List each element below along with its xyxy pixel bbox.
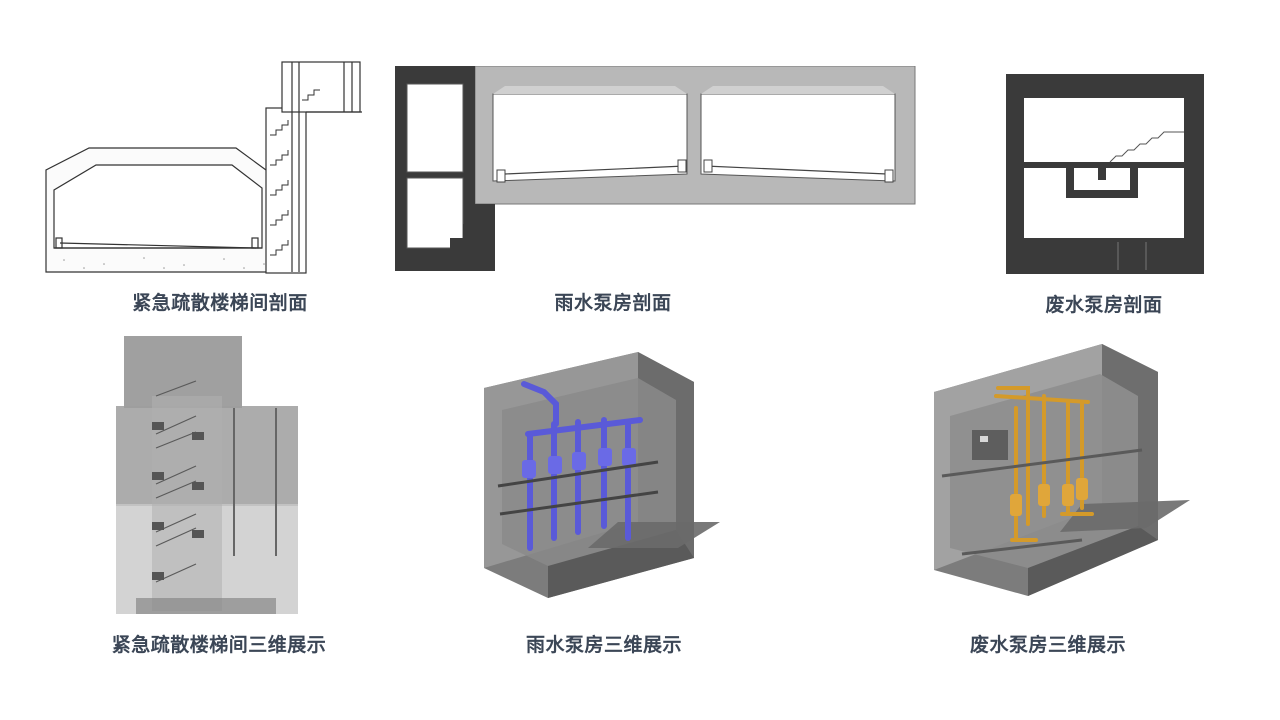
rain-pump-section-caption: 雨水泵房剖面: [554, 292, 672, 314]
stair-section-caption: 紧急疏散楼梯间剖面: [132, 292, 308, 314]
stair-3d-caption: 紧急疏散楼梯间三维展示: [111, 634, 327, 656]
rain-pump-section-drawing: [395, 66, 920, 276]
waste-pump-3d-caption: 废水泵房三维展示: [969, 634, 1126, 656]
rain-pump-3d-model: [478, 352, 723, 602]
rain-pump-3d-caption: 雨水泵房三维展示: [525, 634, 682, 656]
waste-pump-3d-model: [932, 344, 1192, 599]
stair-section-drawing: [44, 60, 364, 275]
stair-3d-model: [116, 336, 301, 616]
waste-pump-section-drawing: [1006, 74, 1204, 274]
waste-pump-section-caption: 废水泵房剖面: [1045, 294, 1163, 316]
